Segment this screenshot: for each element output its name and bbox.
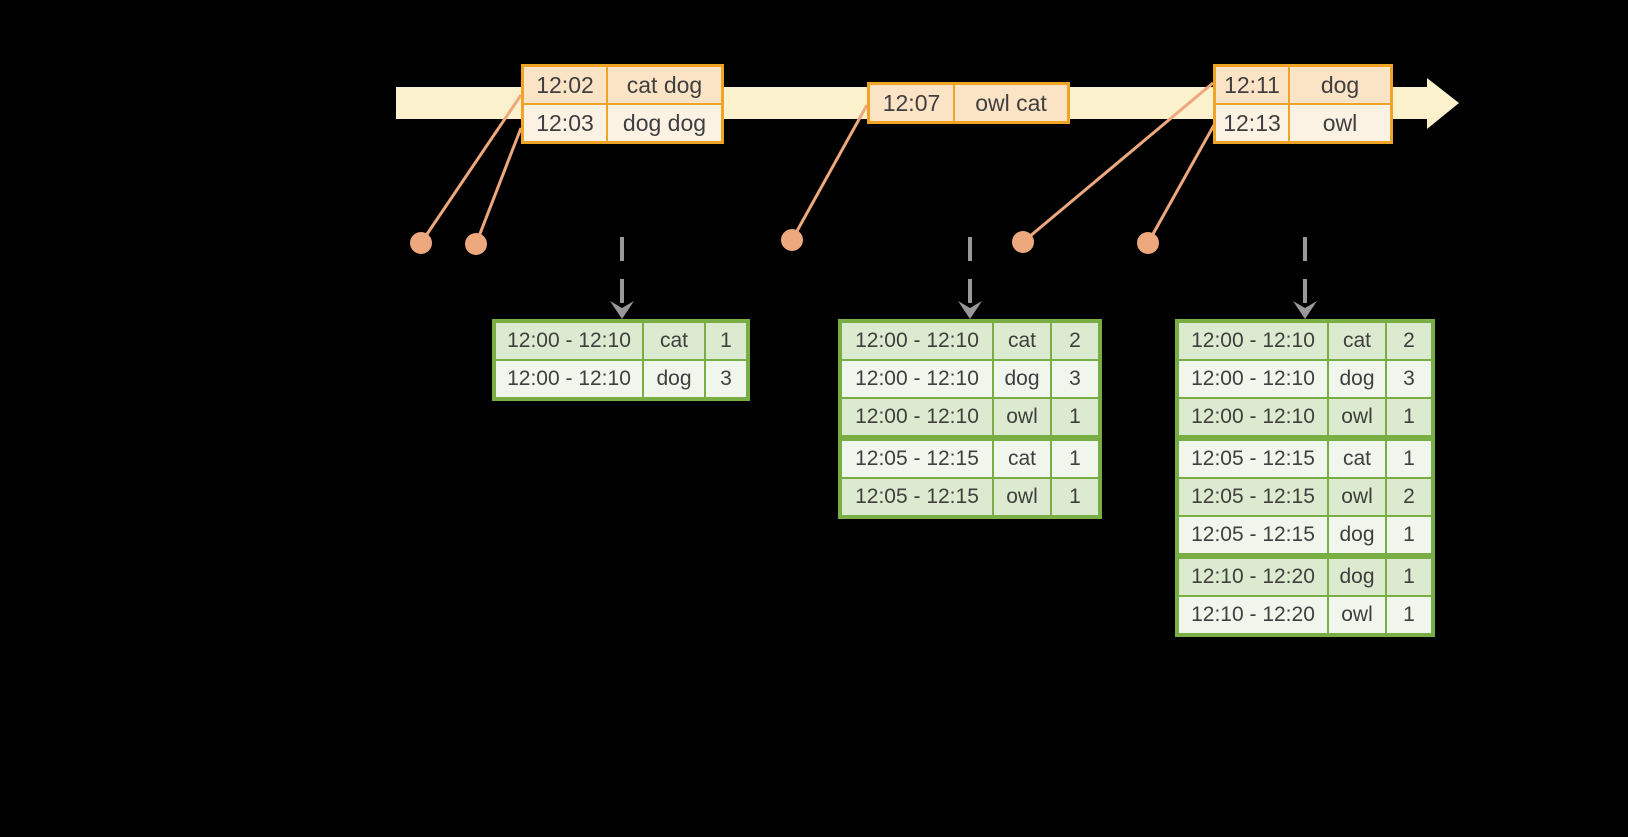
window-cell: 12:00 - 12:10 [1179,399,1327,435]
event-time: 12:11 [1216,67,1288,103]
connector-line [474,127,523,245]
window-cell: 12:00 - 12:10 [842,361,992,397]
event-time: 12:07 [870,85,953,121]
window-cell: 12:05 - 12:15 [1179,517,1327,553]
event-row: 12:07 owl cat [870,85,1067,121]
result-row: 12:05 - 12:15 cat 1 [1179,441,1431,477]
word-cell: cat [1329,441,1385,477]
window-cell: 12:00 - 12:10 [496,361,642,397]
result-table: 12:00 - 12:10 cat 2 12:00 - 12:10 dog 3 … [1175,319,1435,637]
word-cell: owl [994,479,1050,515]
word-cell: cat [644,323,704,359]
word-cell: owl [1329,479,1385,515]
event-time: 12:03 [524,105,606,141]
result-row: 12:00 - 12:10 dog 3 [496,361,746,397]
event-row: 12:03 dog dog [524,105,721,141]
result-row: 12:00 - 12:10 cat 2 [842,323,1098,359]
word-cell: owl [1329,597,1385,633]
event-row: 12:11 dog [1216,67,1390,103]
result-row: 12:05 - 12:15 cat 1 [842,441,1098,477]
result-table: 12:00 - 12:10 cat 2 12:00 - 12:10 dog 3 … [838,319,1102,519]
event-words: owl cat [955,85,1067,121]
result-row: 12:00 - 12:10 cat 2 [1179,323,1431,359]
result-row: 12:00 - 12:10 dog 3 [1179,361,1431,397]
word-cell: dog [994,361,1050,397]
result-row: 12:05 - 12:15 owl 1 [842,479,1098,515]
window-cell: 12:05 - 12:15 [842,441,992,477]
window-cell: 12:05 - 12:15 [1179,479,1327,515]
event-dot-icon [1137,232,1159,254]
event-dot-icon [781,229,803,251]
count-cell: 1 [1052,441,1098,477]
result-row: 12:00 - 12:10 cat 1 [496,323,746,359]
event-row: 12:02 cat dog [524,67,721,103]
count-cell: 1 [1052,399,1098,435]
connector-line [1022,81,1214,244]
word-cell: cat [994,441,1050,477]
event-table: 12:02 cat dog 12:03 dog dog [521,64,724,144]
word-cell: dog [644,361,704,397]
count-cell: 1 [1387,597,1431,633]
event-dot-icon [1012,231,1034,253]
event-words: cat dog [608,67,721,103]
count-cell: 1 [1387,399,1431,435]
count-cell: 3 [1387,361,1431,397]
count-cell: 2 [1387,479,1431,515]
event-time: 12:02 [524,67,606,103]
count-cell: 1 [706,323,746,359]
event-table: 12:07 owl cat [867,82,1070,124]
result-row: 12:00 - 12:10 owl 1 [842,399,1098,435]
count-cell: 1 [1387,441,1431,477]
result-row: 12:05 - 12:15 dog 1 [1179,517,1431,553]
event-words: dog [1290,67,1390,103]
trigger-arrow-icon [1293,237,1317,319]
count-cell: 3 [706,361,746,397]
result-row: 12:00 - 12:10 dog 3 [842,361,1098,397]
trigger-arrow-icon [610,237,634,319]
window-cell: 12:00 - 12:10 [842,399,992,435]
window-cell: 12:00 - 12:10 [1179,323,1327,359]
word-cell: owl [1329,399,1385,435]
connector-line [1146,124,1216,244]
count-cell: 1 [1387,517,1431,553]
connector-line [790,104,869,241]
event-words: dog dog [608,105,721,141]
event-dot-icon [465,233,487,255]
event-dot-icon [410,232,432,254]
result-table: 12:00 - 12:10 cat 1 12:00 - 12:10 dog 3 [492,319,750,401]
count-cell: 2 [1052,323,1098,359]
window-cell: 12:05 - 12:15 [1179,441,1327,477]
window-cell: 12:10 - 12:20 [1179,597,1327,633]
window-cell: 12:05 - 12:15 [842,479,992,515]
result-row: 12:00 - 12:10 owl 1 [1179,399,1431,435]
count-cell: 2 [1387,323,1431,359]
word-cell: dog [1329,361,1385,397]
count-cell: 1 [1387,559,1431,595]
word-cell: dog [1329,517,1385,553]
result-row: 12:10 - 12:20 dog 1 [1179,559,1431,595]
connector-line [419,94,523,244]
window-cell: 12:00 - 12:10 [496,323,642,359]
count-cell: 3 [1052,361,1098,397]
result-row: 12:10 - 12:20 owl 1 [1179,597,1431,633]
timeline-arrowhead-icon [1427,78,1459,129]
window-cell: 12:00 - 12:10 [1179,361,1327,397]
event-time: 12:13 [1216,105,1288,141]
word-cell: dog [1329,559,1385,595]
word-cell: owl [994,399,1050,435]
window-cell: 12:00 - 12:10 [842,323,992,359]
result-row: 12:05 - 12:15 owl 2 [1179,479,1431,515]
word-cell: cat [994,323,1050,359]
window-cell: 12:10 - 12:20 [1179,559,1327,595]
event-row: 12:13 owl [1216,105,1390,141]
trigger-arrow-icon [958,237,982,319]
count-cell: 1 [1052,479,1098,515]
word-cell: cat [1329,323,1385,359]
event-table: 12:11 dog 12:13 owl [1213,64,1393,144]
event-words: owl [1290,105,1390,141]
